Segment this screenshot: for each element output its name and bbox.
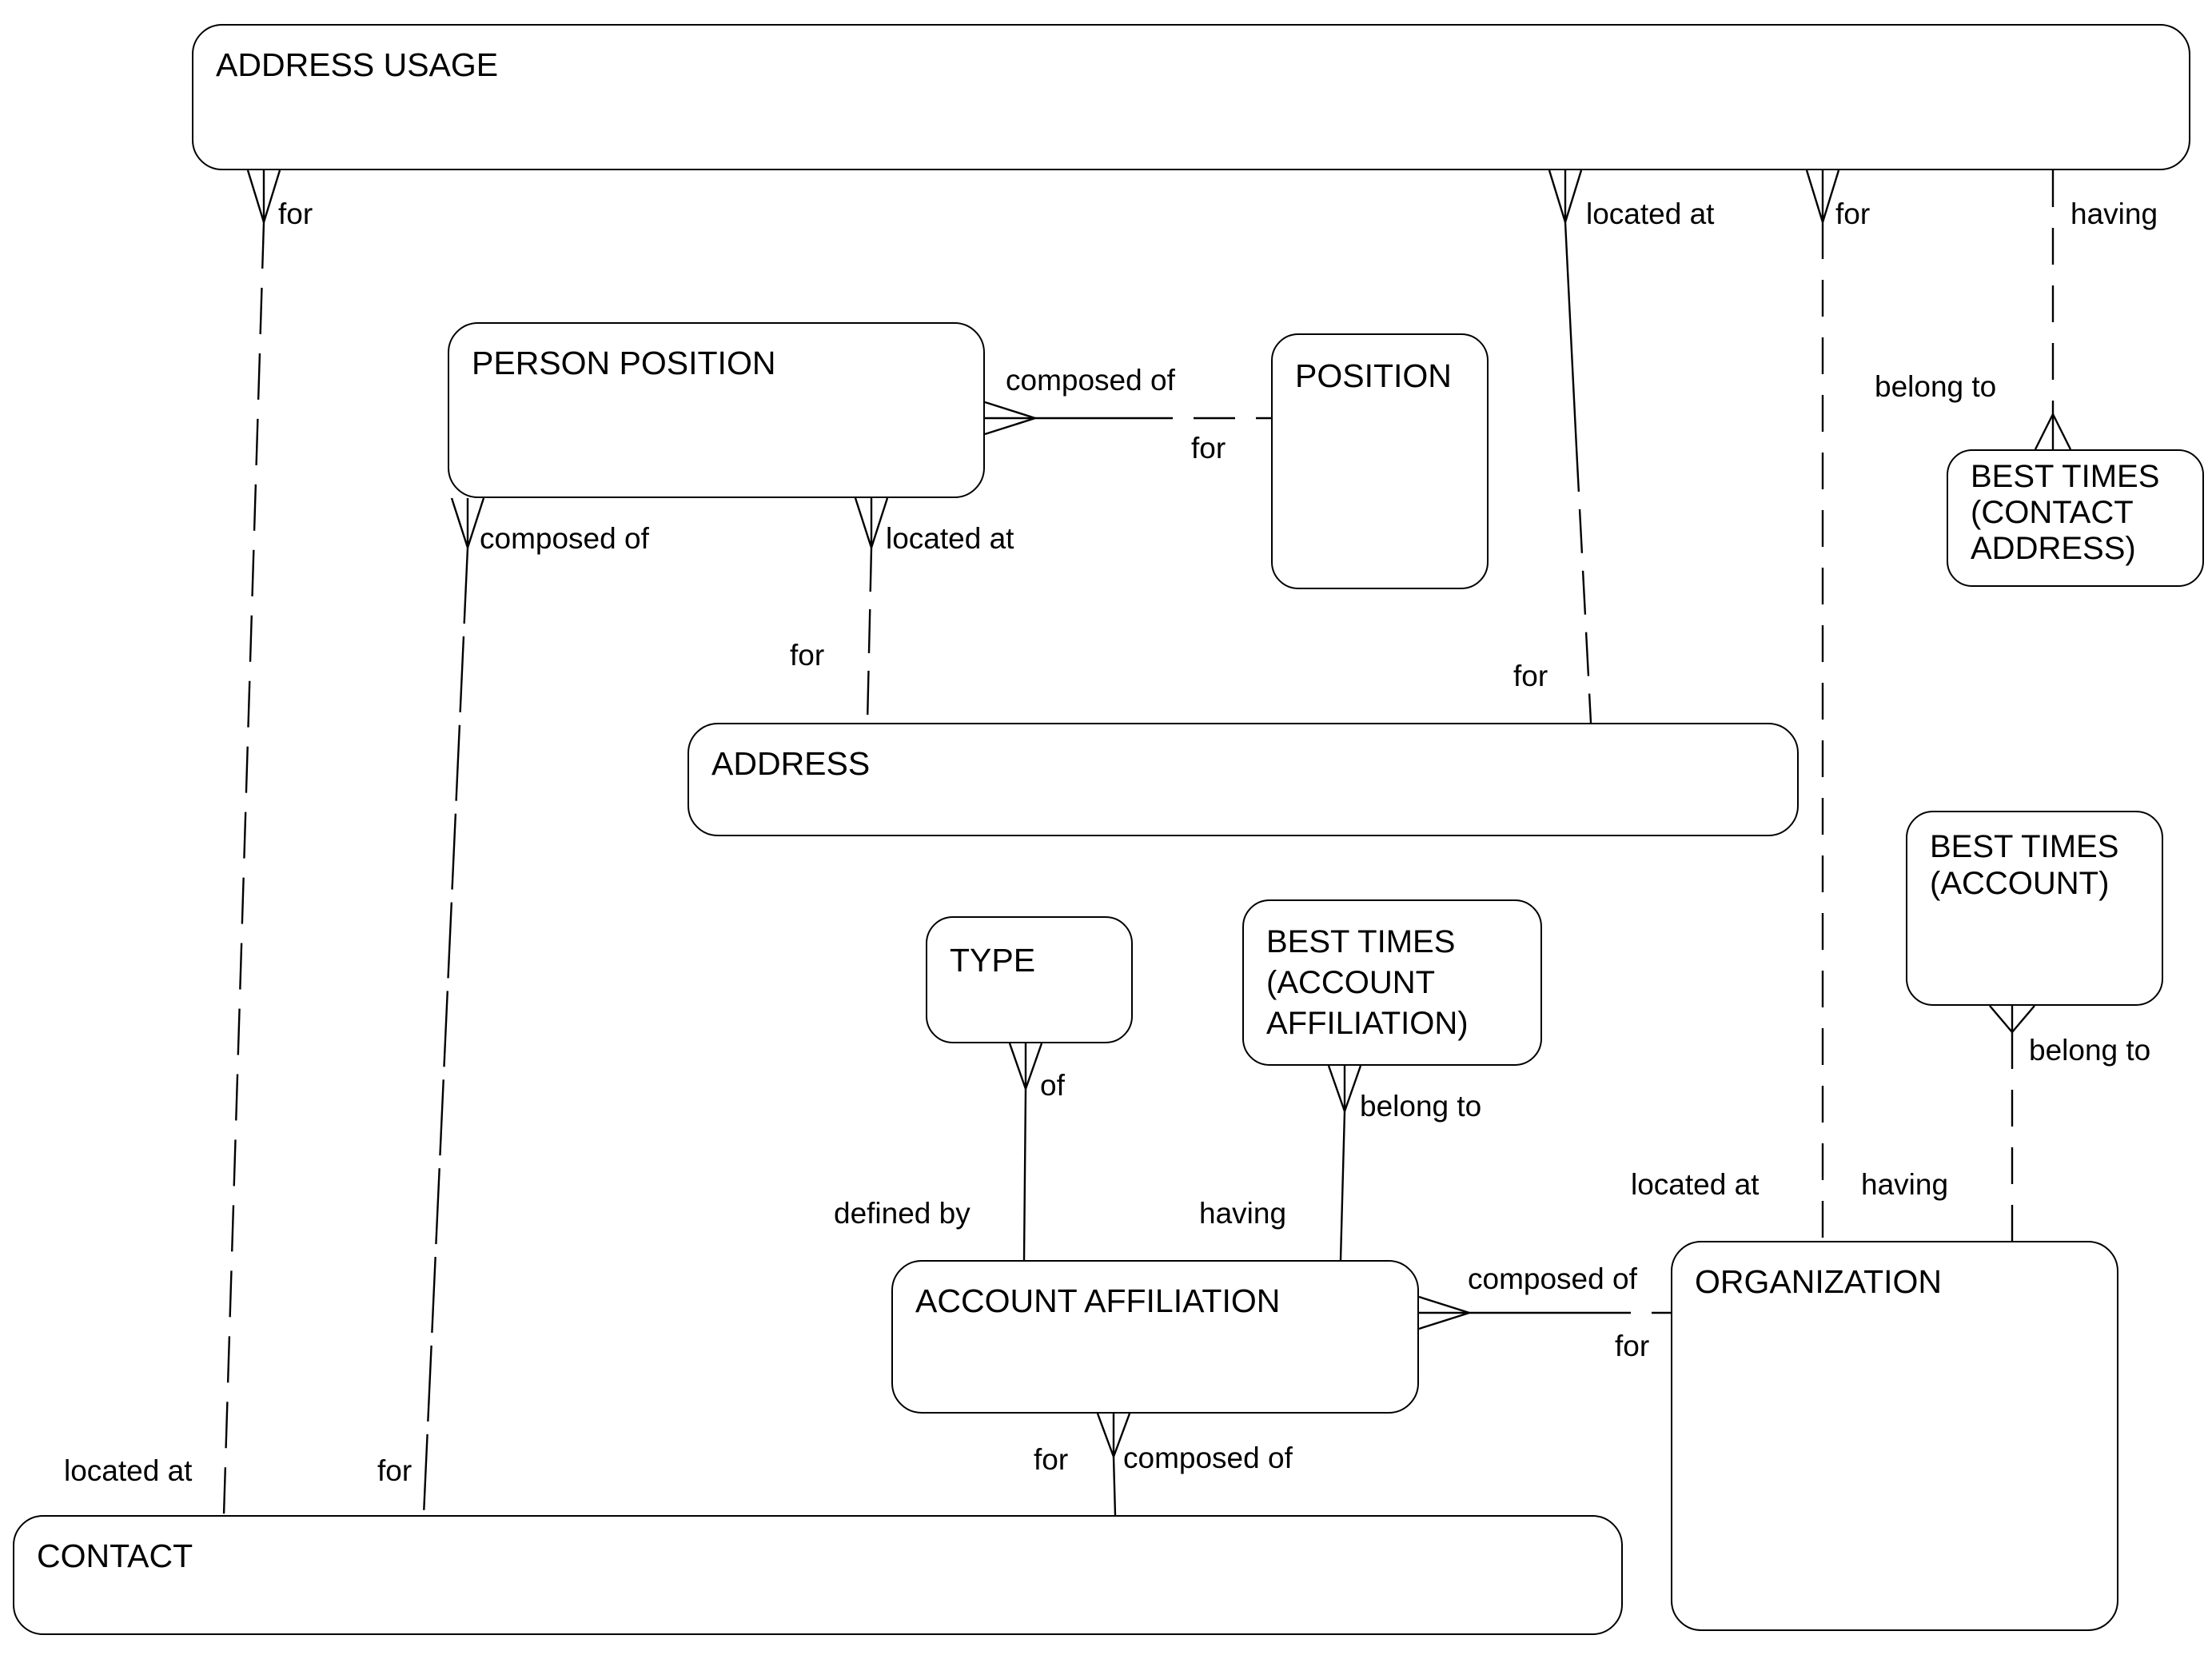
entity-name-line: CONTACT [37, 1537, 193, 1574]
entity-name-line: PERSON POSITION [472, 345, 776, 381]
relationship-label: having [1199, 1197, 1287, 1230]
crow-foot-person-position-position [984, 401, 1036, 436]
entity-name-line: (ACCOUNT) [1930, 866, 2110, 901]
relationship-label: for [1835, 197, 1871, 230]
relationship-label: belong to [2029, 1034, 2151, 1067]
crow-foot-person-position-contact [450, 497, 485, 548]
relationship-line-person-position-address [866, 547, 873, 724]
relationship-label: for [1191, 432, 1226, 465]
relationship-label: having [2071, 197, 2158, 230]
entity-name-line: (CONTACT [1971, 495, 2134, 530]
entity-contact: CONTACT [13, 1515, 1623, 1635]
relationship-line-best-times-account-affiliation-account-affiliation [1339, 1111, 1346, 1261]
crow-foot-best-times-contact-address [2034, 413, 2072, 450]
entity-name-line: ADDRESS USAGE [216, 46, 499, 83]
crow-foot-account-affiliation-contact [1096, 1413, 1131, 1458]
crow-foot-address-usage-organization [1805, 169, 1840, 223]
entity-name-line: BEST TIMES [1971, 459, 2160, 494]
entity-person-position: PERSON POSITION [448, 322, 985, 498]
relationship-label: for [1513, 660, 1548, 692]
crow-foot-person-position-address [854, 497, 889, 548]
relationship-line-person-position-contact [422, 547, 469, 1516]
entity-name-line: BEST TIMES [1930, 829, 2119, 864]
entity-name-line: ORGANIZATION [1695, 1263, 1943, 1300]
entity-name-line: AFFILIATION) [1266, 1006, 1469, 1041]
relationship-label: of [1040, 1069, 1065, 1102]
relationship-label: located at [1631, 1168, 1760, 1201]
crow-foot-address-usage-address [1548, 169, 1583, 223]
relationship-line-type-account-affiliation [1022, 1088, 1027, 1261]
entity-name-line: ADDRESS) [1971, 531, 2136, 566]
entity-address-usage: ADDRESS USAGE [192, 24, 2190, 170]
entity-name-line: ACCOUNT AFFILIATION [915, 1282, 1281, 1319]
entity-best-times-account: BEST TIMES(ACCOUNT) [1906, 811, 2163, 1006]
entity-name-line: BEST TIMES [1266, 924, 1456, 959]
relationship-label: composed of [1468, 1262, 1637, 1295]
relationship-label: composed of [1006, 364, 1175, 397]
relationship-label: for [1034, 1443, 1069, 1476]
crow-foot-best-times-account-organization [1989, 1005, 2035, 1033]
relationship-line-address-usage-address-dashed [1575, 447, 1592, 724]
crow-foot-best-times-account-affiliation [1327, 1065, 1362, 1112]
crow-foot-type-account-affiliation [1008, 1043, 1043, 1090]
crow-foot-account-affiliation-organization [1418, 1295, 1470, 1330]
entity-organization: ORGANIZATION [1671, 1241, 2118, 1631]
relationship-label: located at [886, 522, 1014, 555]
relationship-line-address-usage-address-solid [1564, 221, 1578, 449]
crow-foot-address-usage-contact [246, 169, 281, 223]
relationship-label: belong to [1875, 370, 1997, 403]
entity-account-affiliation: ACCOUNT AFFILIATION [891, 1260, 1419, 1414]
relationship-label: located at [1586, 197, 1715, 230]
entity-type: TYPE [926, 916, 1133, 1043]
entity-name-line: (ACCOUNT [1266, 965, 1436, 1000]
relationship-label: for [790, 639, 825, 672]
relationship-label: having [1861, 1168, 1949, 1201]
entity-name-line: POSITION [1295, 357, 1452, 394]
relationship-line-account-affiliation-contact [1112, 1456, 1117, 1516]
relationship-label: belong to [1360, 1090, 1482, 1123]
relationship-label: located at [64, 1454, 193, 1487]
entity-name-line: ADDRESS [711, 745, 871, 782]
relationship-label: composed of [480, 522, 649, 555]
relationship-line-address-usage-contact [222, 221, 265, 1516]
relationship-label: for [278, 197, 313, 230]
relationship-label: for [1615, 1330, 1650, 1362]
entity-name-line: TYPE [950, 942, 1036, 979]
entity-best-times-account-affiliation: BEST TIMES (ACCOUNT AFFILIATION) [1242, 899, 1542, 1066]
entity-position: POSITION [1271, 333, 1489, 589]
relationship-label: composed of [1123, 1442, 1293, 1474]
relationship-label: defined by [834, 1197, 970, 1230]
entity-address: ADDRESS [688, 723, 1799, 836]
relationship-label: for [377, 1454, 413, 1487]
